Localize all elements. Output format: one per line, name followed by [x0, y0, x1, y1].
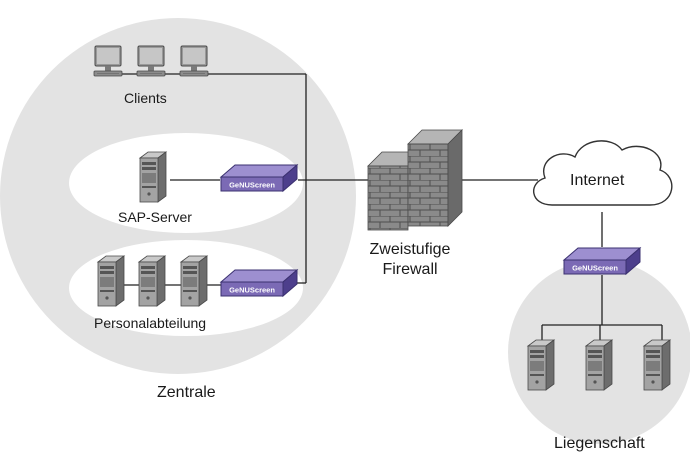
- client-monitor-icon: [179, 45, 209, 77]
- sap-server-icon: [139, 151, 167, 203]
- personal-server-icon: [180, 255, 208, 307]
- clients-label: Clients: [124, 90, 167, 106]
- genuscreen-appliance-personal: GeNUScreen: [220, 269, 298, 297]
- client-monitor-icon: [136, 45, 166, 77]
- lan-sap-segment: [69, 133, 303, 233]
- svg-text:GeNUScreen: GeNUScreen: [229, 181, 275, 190]
- branch-server-icon: [643, 339, 671, 391]
- firewall-wall-2-icon: [407, 129, 463, 227]
- internet-cloud-icon: [533, 140, 673, 206]
- sap-server-label: SAP-Server: [118, 209, 192, 225]
- genuscreen-appliance-sap: GeNUScreen: [220, 164, 298, 192]
- branch-server-icon: [527, 339, 555, 391]
- svg-text:GeNUScreen: GeNUScreen: [229, 286, 275, 295]
- internet-label: Internet: [570, 172, 625, 189]
- client-monitor-icon: [93, 45, 123, 77]
- personal-server-icon: [138, 255, 166, 307]
- genuscreen-appliance-branch: GeNUScreen: [563, 247, 641, 275]
- personal-label: Personalabteilung: [94, 315, 207, 331]
- zentrale-label: Zentrale: [157, 384, 216, 401]
- personal-server-icon: [97, 255, 125, 307]
- svg-text:GeNUScreen: GeNUScreen: [572, 264, 618, 273]
- firewall-label: Zweistufige Firewall: [369, 241, 451, 278]
- liegenschaft-label: Liegenschaft: [554, 435, 645, 452]
- branch-server-icon: [585, 339, 613, 391]
